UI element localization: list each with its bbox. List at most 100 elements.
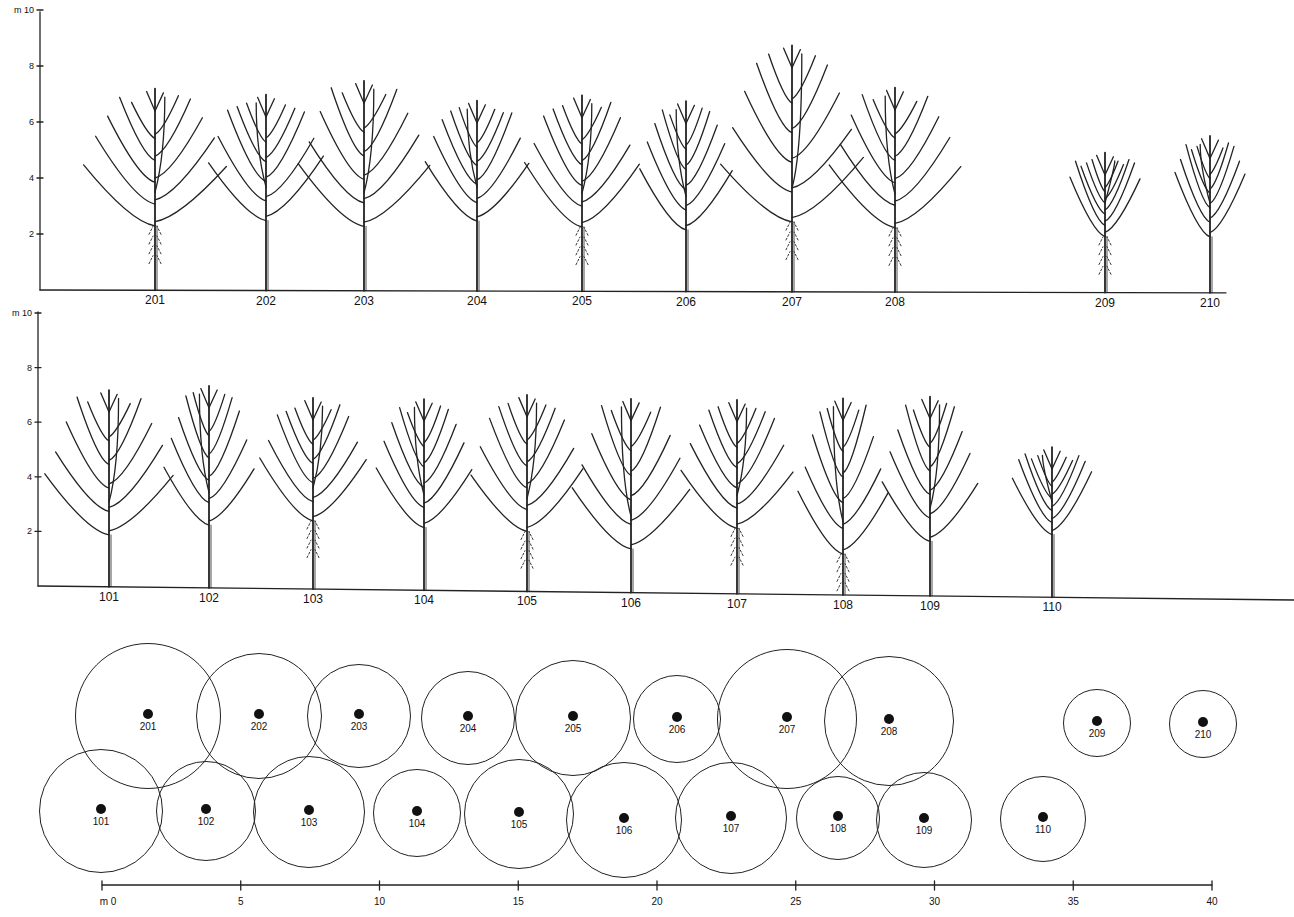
tree-number: 110 (1035, 825, 1051, 835)
tree-number: 106 (621, 596, 641, 610)
axis-value: 2 (27, 527, 32, 536)
scale-tick (240, 881, 241, 890)
tree-profile (1175, 136, 1245, 293)
tree-number: 101 (93, 817, 110, 827)
tree-profile (425, 101, 529, 291)
axis-tick (37, 233, 43, 234)
tree-number: 210 (1195, 730, 1212, 740)
axis-tick (37, 121, 43, 122)
tree-number: 206 (676, 296, 696, 308)
stem-position (96, 804, 106, 814)
tree-number: 207 (782, 295, 802, 309)
axis-tick (35, 476, 41, 477)
tree-number: 201 (140, 722, 157, 732)
tree-number: 108 (830, 824, 847, 834)
axis-tick (35, 531, 41, 532)
tree-profile (525, 95, 640, 291)
tree-number: 210 (1200, 296, 1220, 310)
tree-profile (882, 397, 978, 596)
tree-profile (298, 81, 430, 291)
stem-position (254, 709, 264, 719)
scale-tick (379, 881, 380, 890)
scale-tick (101, 881, 102, 890)
axis-value: m 10 (12, 309, 32, 318)
tree-number: 109 (920, 599, 940, 613)
axis-value: 6 (27, 417, 32, 427)
axis-value: 8 (29, 62, 34, 71)
stem-position (833, 811, 843, 821)
tree-number: 107 (723, 824, 740, 834)
axis-tick (37, 177, 43, 178)
crown-projection: 102 (156, 761, 256, 861)
tree-number: 202 (251, 722, 268, 732)
tree-number: 208 (881, 727, 898, 737)
scale-value: 30 (929, 897, 940, 907)
crown-projection: 107 (675, 762, 787, 874)
scale-value: 30 (929, 896, 940, 907)
axis-value: 4 (27, 471, 32, 481)
tree-profile (572, 399, 689, 593)
axis-value: 4 (27, 472, 32, 481)
scale-tick (795, 881, 796, 890)
axis-value: 6 (27, 418, 32, 427)
crown-projection: 205 (515, 660, 631, 776)
tree-number: 210 (1200, 297, 1220, 309)
scale-tick (656, 881, 657, 890)
tree-profile (471, 395, 583, 592)
tree-number: 110 (1042, 600, 1061, 614)
crown-projection: 201 (75, 643, 221, 789)
crown-projection: 103 (253, 756, 365, 868)
tree-profile (1012, 447, 1091, 597)
tree-profile (376, 399, 472, 590)
tree-number: 203 (351, 722, 368, 732)
tree-number: 102 (198, 817, 215, 827)
tree-number: 209 (1089, 729, 1106, 739)
scale-value: 35 (1068, 897, 1079, 907)
scale-value: 25 (790, 897, 801, 907)
tree-number: 205 (572, 294, 592, 308)
tree-profile (45, 390, 173, 587)
tree-number: 205 (565, 724, 582, 734)
scale-value: 25 (790, 896, 801, 907)
crown-projection: 204 (421, 671, 515, 765)
tree-number: 202 (256, 294, 276, 308)
height-axis (39, 12, 40, 290)
axis-value: 8 (29, 61, 34, 71)
scale-value: 10 (374, 896, 385, 907)
tree-number: 208 (885, 296, 905, 308)
axis-value: m 10 (12, 308, 32, 318)
tree-number: 209 (1095, 297, 1115, 309)
tree-number: 204 (460, 724, 477, 734)
tree-profile (84, 89, 227, 291)
scale-value: 20 (651, 896, 662, 907)
crown-projection: 109 (876, 772, 972, 868)
tree-profile (721, 45, 864, 291)
tree-profile (640, 101, 732, 291)
crown-projection: 106 (566, 762, 682, 878)
stem-position (1038, 812, 1048, 822)
axis-value: 2 (29, 229, 34, 239)
ground-line (38, 586, 1294, 600)
axis-tick (37, 9, 43, 10)
tree-profile (829, 88, 961, 292)
stem-position (463, 711, 473, 721)
tree-number: 109 (920, 600, 940, 612)
scale-value: 40 (1206, 896, 1217, 907)
axis-value: 8 (27, 363, 32, 372)
scale-tick (1073, 881, 1074, 890)
crown-projection: 206 (633, 675, 721, 763)
stem-position (143, 709, 153, 719)
tree-number: 207 (779, 725, 796, 735)
stem-position (1198, 717, 1208, 727)
tree-number: 105 (517, 594, 537, 608)
tree-number: 102 (199, 592, 219, 604)
tree-number: 105 (511, 820, 528, 830)
tree-number: 103 (301, 818, 318, 828)
tree-number: 107 (727, 598, 747, 610)
axis-value: m 10 (14, 5, 34, 15)
scale-value: 35 (1068, 896, 1079, 907)
tree-number: 209 (1095, 296, 1115, 310)
tree-number: 202 (256, 295, 276, 307)
tree-number: 109 (916, 826, 933, 836)
tree-number: 101 (99, 591, 119, 603)
